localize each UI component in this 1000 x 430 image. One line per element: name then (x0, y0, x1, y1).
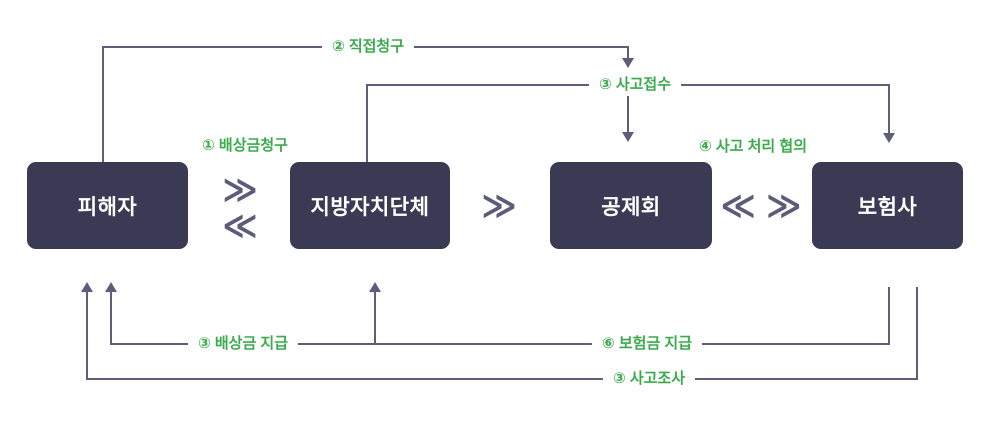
node-victim: 피해자 (27, 162, 188, 249)
connector-line (888, 287, 890, 345)
connector-line (374, 291, 376, 343)
connector-line (366, 84, 368, 162)
flow-label-handling-consultation: ④ 사고 처리 협의 (688, 136, 818, 158)
node-mutual-aid-association: 공제회 (550, 162, 712, 249)
node-mutual-aid-association-label: 공제회 (601, 195, 661, 219)
arrow-up-icon (81, 282, 93, 292)
node-insurance-company-label: 보험사 (857, 195, 918, 219)
chevron-right-icon: ≫ (766, 187, 802, 225)
chevron-right-icon: ≫ (222, 171, 258, 209)
node-insurance-company: 보험사 (812, 162, 963, 249)
arrow-up-icon (105, 282, 117, 292)
chevron-left-right-icon: ≪ ≫ (720, 189, 801, 223)
connector-line (86, 291, 88, 380)
node-local-government: 지방자치단체 (290, 162, 450, 249)
chevron-left-icon: ≪ (720, 187, 756, 225)
connector-line (102, 46, 104, 162)
arrow-down-icon (622, 132, 634, 142)
flow-label-claim-compensation: ① 배상금청구 (192, 135, 298, 157)
node-local-government-label: 지방자치단체 (310, 195, 430, 219)
connector-line (86, 378, 918, 380)
chevron-right-icon: ≫ (481, 187, 517, 225)
connector-line (888, 84, 890, 134)
flow-label-compensation-payment: ③ 배상금 지급 (187, 333, 299, 355)
flow-label-direct-claim: ② 직접청구 (321, 36, 415, 58)
flow-label-accident-investigation: ③ 사고조사 (602, 368, 696, 390)
arrow-down-icon (622, 58, 634, 68)
node-victim-label: 피해자 (77, 195, 138, 219)
connector-line (627, 86, 629, 132)
chevron-left-icon: ≪ (222, 207, 258, 245)
arrow-up-icon (369, 282, 381, 292)
connector-line (627, 46, 629, 60)
connector-line (110, 343, 890, 345)
connector-line (916, 287, 918, 380)
flow-label-accident-report: ③ 사고접수 (588, 74, 682, 96)
arrow-down-icon (883, 133, 895, 143)
connector-line (110, 291, 112, 345)
flow-label-insurance-payment: ⑥ 보험금 지급 (591, 333, 703, 355)
